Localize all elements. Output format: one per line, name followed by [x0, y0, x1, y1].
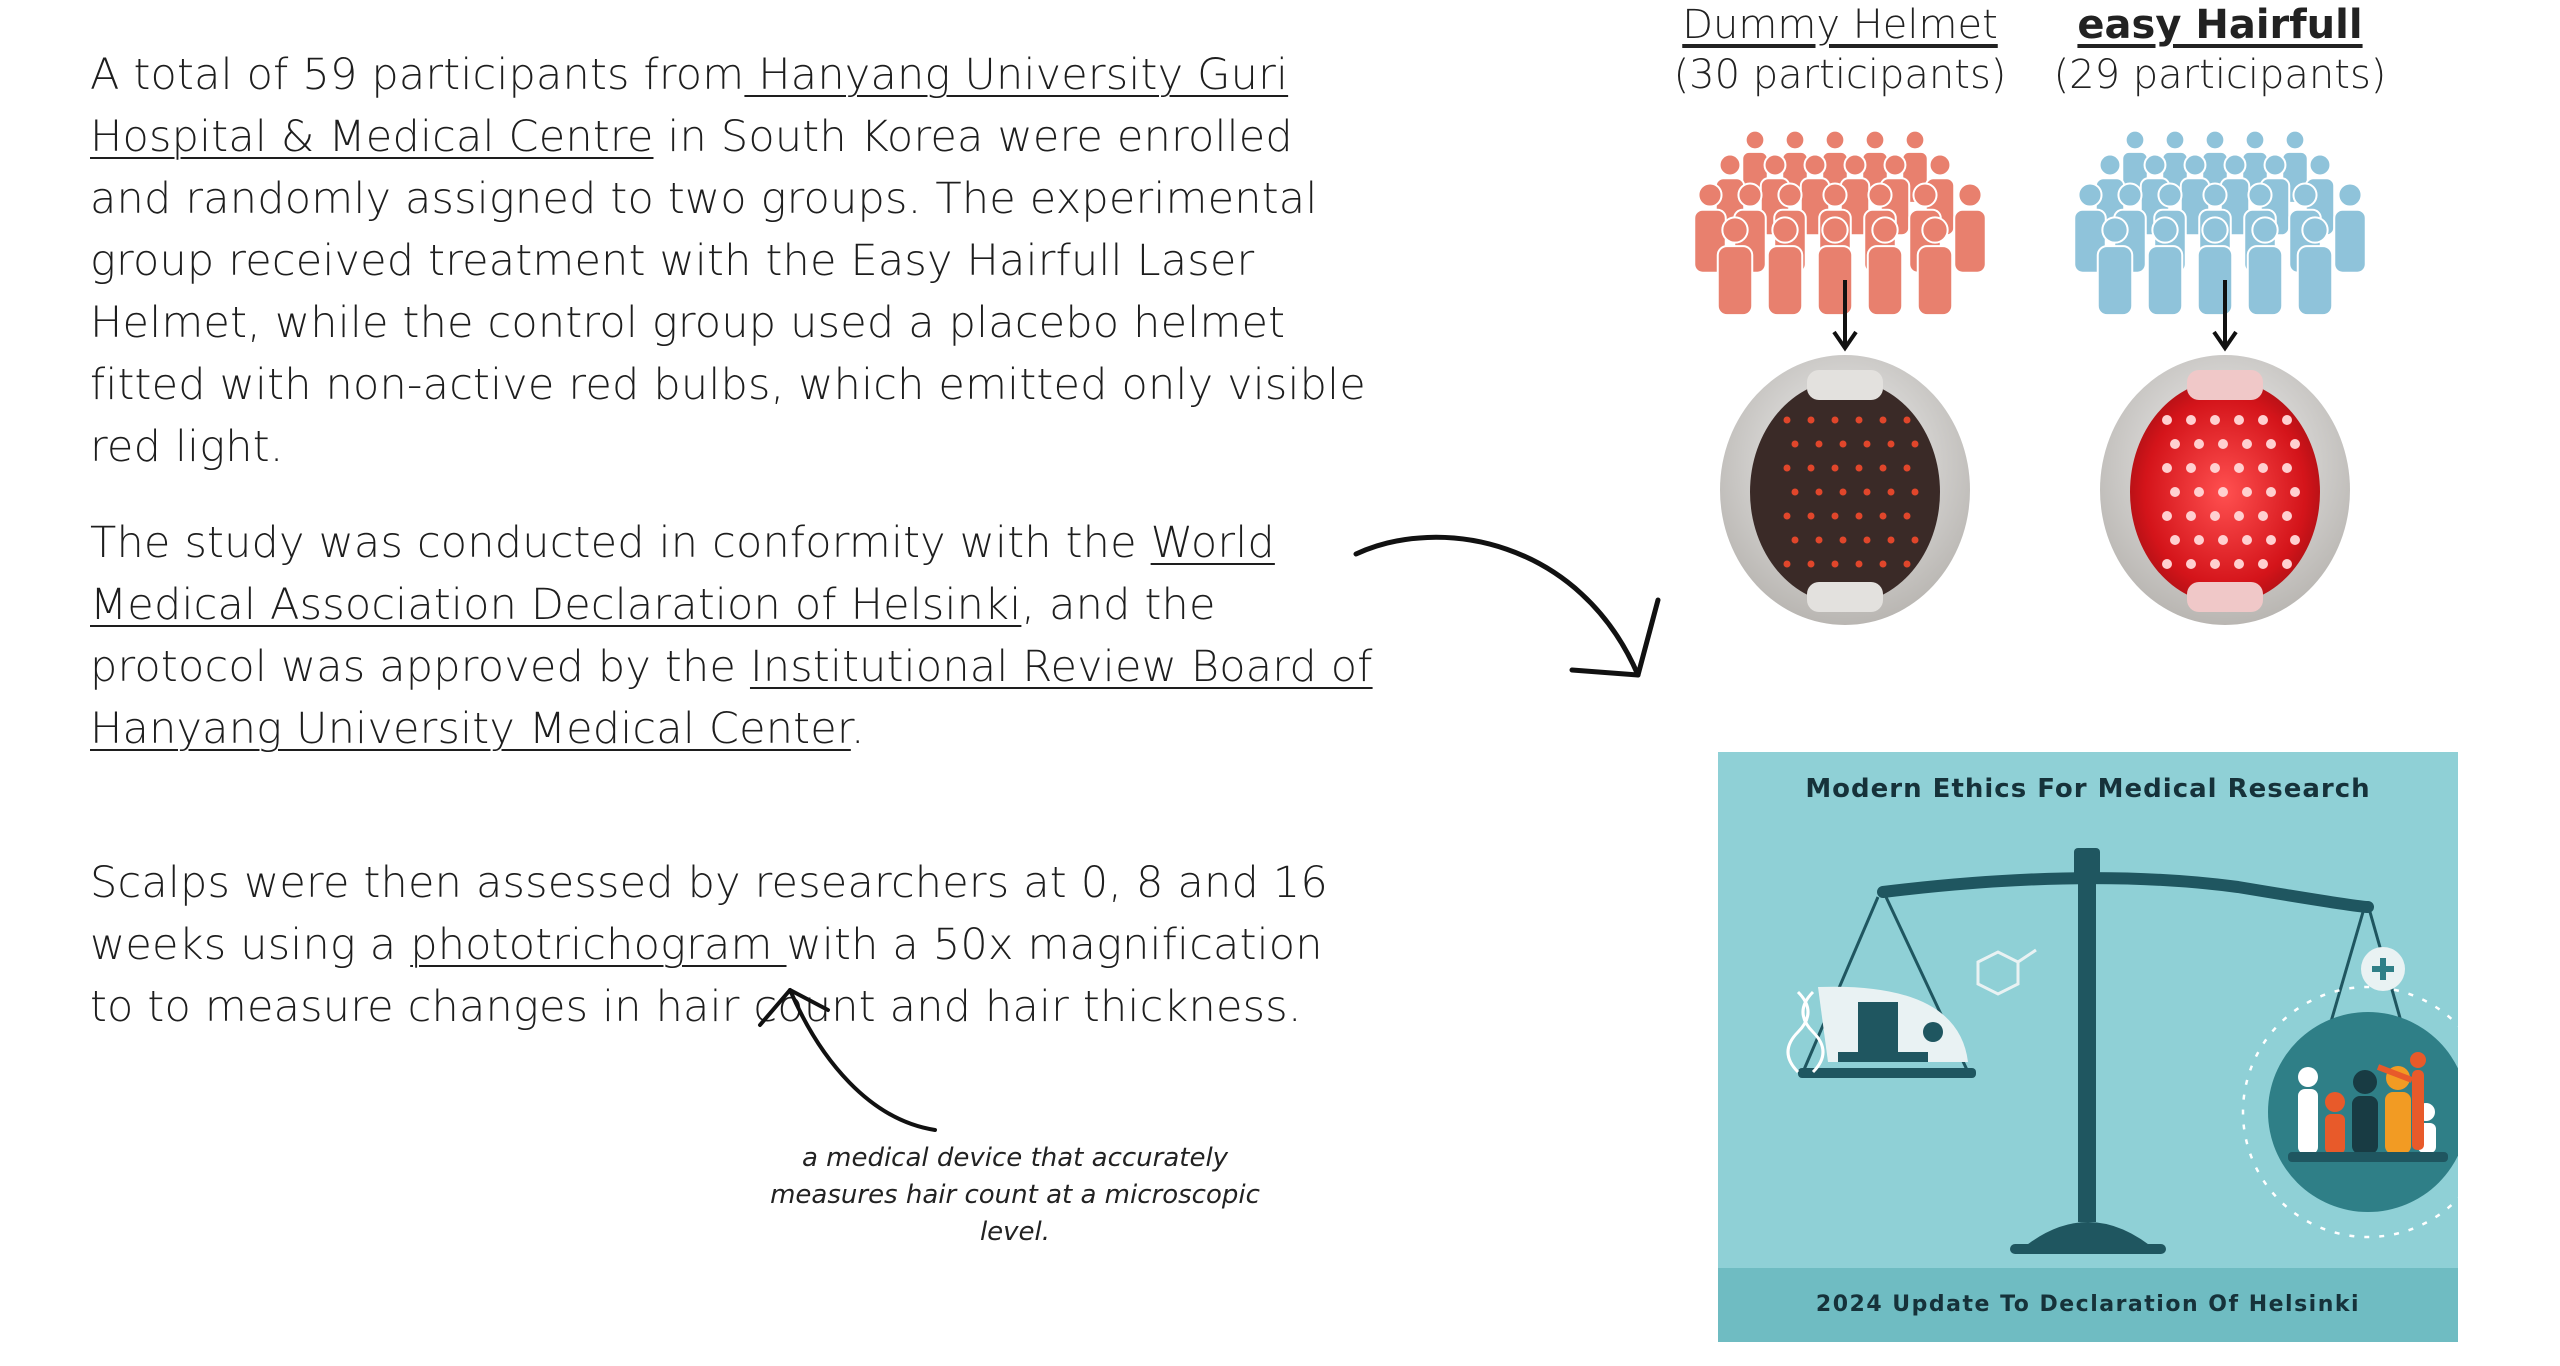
text: with a 50x magnification to to measure c… [90, 920, 1323, 1032]
curved-arrow-icon [758, 988, 937, 1132]
dummy-group-title: Dummy Helmet (30 participants) [1660, 0, 2020, 100]
easy-title: easy Hairfull [2077, 2, 2363, 48]
paragraph-assessment: Scalps were then assessed by researchers… [90, 852, 1380, 1038]
down-arrow-icon [2212, 280, 2238, 352]
text: in South Korea were enrolled and randoml… [90, 112, 1366, 472]
text: , and the protocol was approved by the [90, 580, 1216, 692]
text: A total of 59 participants from [90, 50, 745, 100]
ethics-title: Modern Ethics For Medical Research [1805, 774, 2371, 804]
easy-count: (29 participants) [2053, 52, 2387, 98]
dummy-crowd-icon [1693, 129, 1987, 317]
link-hanyang-hospital[interactable]: Hanyang University Guri Hospital & Medic… [90, 50, 1289, 162]
curved-arrow-icon [1353, 534, 1661, 678]
link-declaration-helsinki[interactable]: World Medical Association Declaration of… [90, 518, 1275, 630]
easy-crowd-icon [2073, 129, 2367, 317]
dummy-count: (30 participants) [1673, 52, 2007, 98]
down-arrow-icon [1832, 280, 1858, 352]
text: The study was conducted in conformity wi… [90, 518, 1151, 568]
scale-of-justice-icon [1786, 848, 2458, 1254]
phototrichogram-caption: a medical device that accurately measure… [770, 1143, 1260, 1247]
dummy-helmet-image [1720, 355, 1970, 625]
paragraph-study-groups: A total of 59 participants from Hanyang … [90, 44, 1380, 478]
text: . [850, 704, 865, 754]
link-irb[interactable]: Institutional Review Board of Hanyang Un… [90, 642, 1373, 754]
link-phototrichogram[interactable]: phototrichogram [410, 920, 787, 970]
ethics-footer: 2024 Update To Declaration Of Helsinki [1718, 1268, 2458, 1342]
easy-group-title: easy Hairfull (29 participants) [2040, 0, 2400, 100]
text: Scalps were then assessed by researchers… [90, 858, 1328, 970]
ethics-illustration: Modern Ethics For Medical Research [1718, 752, 2458, 1342]
dummy-title: Dummy Helmet [1682, 2, 1998, 48]
easy-hairfull-helmet-image [2100, 355, 2350, 625]
paragraph-ethics: The study was conducted in conformity wi… [90, 512, 1380, 760]
